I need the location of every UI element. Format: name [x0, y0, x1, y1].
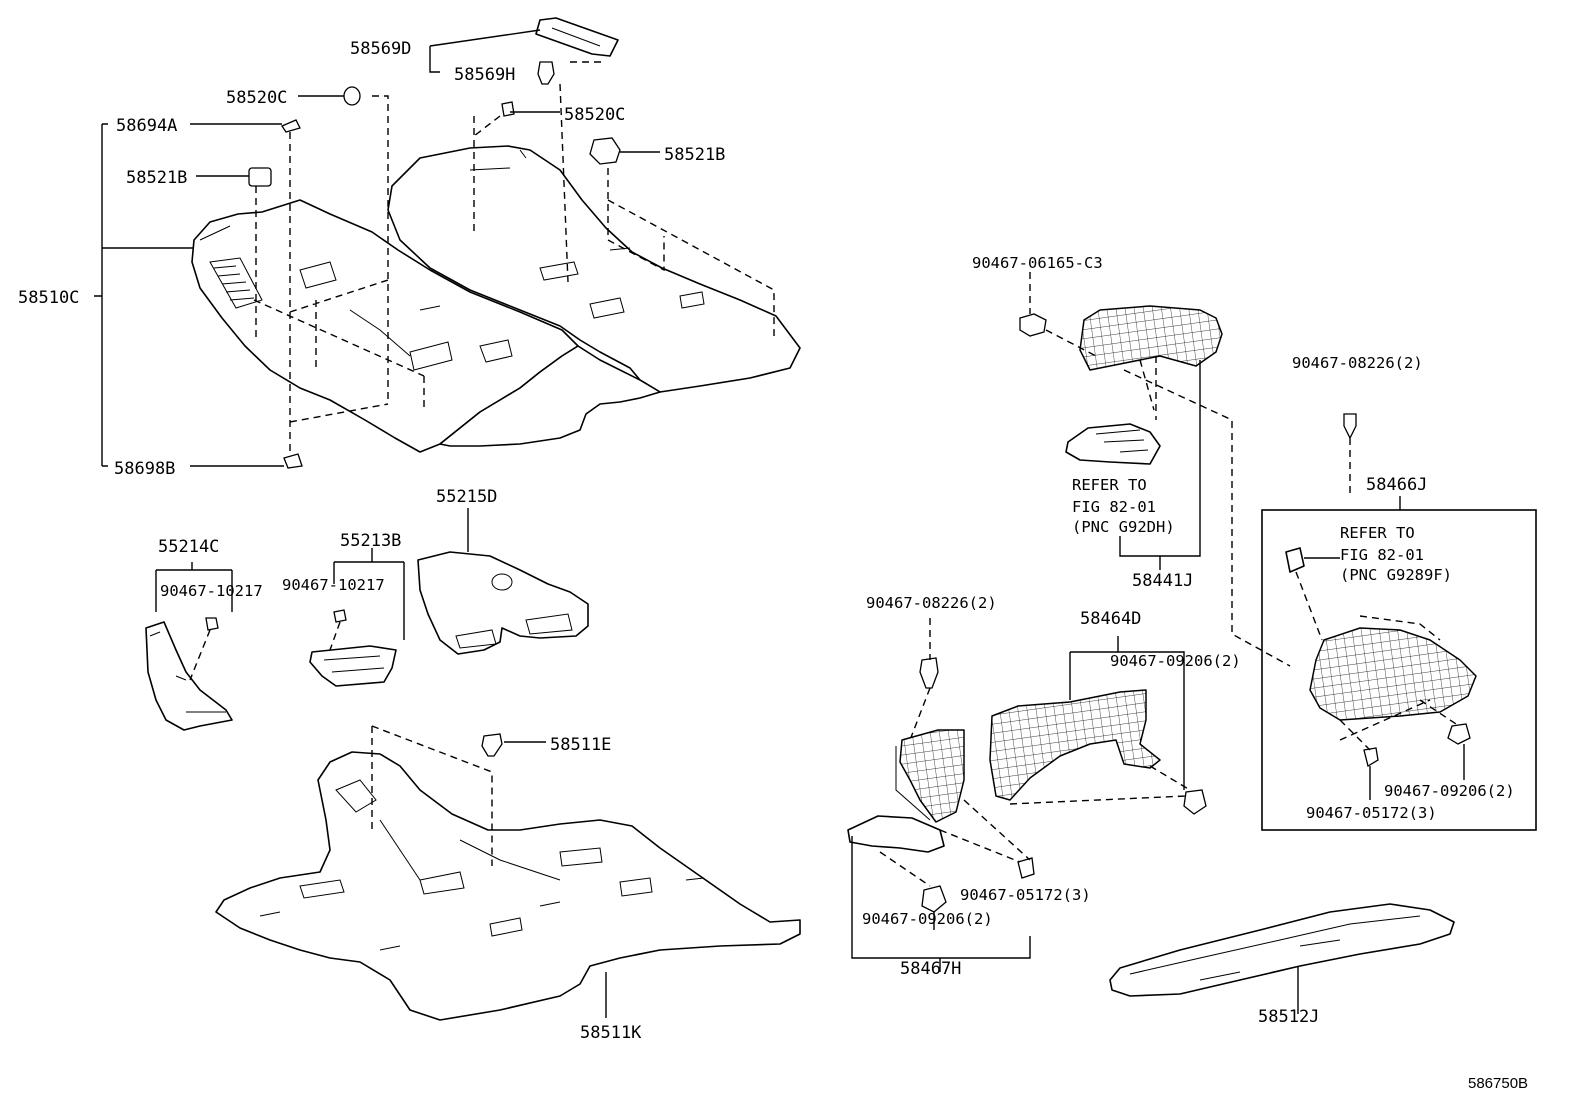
label-58520C-right: 58520C: [564, 105, 625, 125]
floor-carpet-assembly: [94, 17, 801, 469]
refer-to-2-line2: FIG 82-01: [1340, 546, 1424, 564]
panel-58512J: [1109, 903, 1455, 1014]
refer-to-1-line1: REFER TO: [1072, 476, 1147, 494]
mat-55214C: [145, 621, 233, 731]
label-90467-09206-mid: 90467-09206(2): [1110, 652, 1241, 670]
screw-90467-08226-right-icon: [1343, 413, 1357, 440]
trim-58466J-group: [1261, 413, 1537, 831]
trim-panel-58464D: [989, 689, 1161, 801]
grommet-58694A-icon: [281, 119, 301, 133]
label-90467-08226-mid: 90467-08226(2): [866, 594, 997, 612]
trim-panel-58466J: [1309, 627, 1477, 721]
refer-to-2-line3: (PNC G9289F): [1340, 566, 1452, 584]
label-58466J: 58466J: [1366, 475, 1427, 495]
label-58569D: 58569D: [350, 39, 411, 59]
label-58521B-right: 58521B: [664, 145, 725, 165]
grommet-58698B-icon: [283, 453, 303, 469]
label-55214C: 55214C: [158, 537, 219, 557]
label-58511E: 58511E: [550, 735, 611, 755]
label-90467-05172-box: 90467-05172(3): [1306, 804, 1437, 822]
clip-90467-09206-low-icon: [921, 885, 947, 913]
clip-55213B-icon: [333, 609, 347, 623]
screw-90467-08226-mid-icon: [919, 657, 939, 689]
label-55215D: 55215D: [436, 487, 497, 507]
label-90467-10217-a: 90467-10217: [160, 582, 263, 600]
clip-90467-05172-mid-icon: [1017, 857, 1035, 879]
label-58520C-left: 58520C: [226, 88, 287, 108]
label-58521B-left: 58521B: [126, 168, 187, 188]
clip-58520C-left-icon: [343, 86, 361, 106]
floor-mats: [145, 508, 589, 731]
refer-to-1-line3: (PNC G92DH): [1072, 518, 1175, 536]
label-58694A: 58694A: [116, 116, 177, 136]
label-58467H: 58467H: [900, 959, 961, 979]
label-55213B: 55213B: [340, 531, 401, 551]
clip-58521B-left-icon: [248, 167, 272, 187]
trim-58441J: [1019, 272, 1291, 667]
refer-to-2-line1: REFER TO: [1340, 524, 1415, 542]
clip-58569H-icon: [537, 61, 555, 85]
mat-55213B: [309, 645, 397, 687]
label-58512J: 58512J: [1258, 1007, 1319, 1027]
clip-55214C-icon: [205, 617, 219, 631]
refer-to-1-line2: FIG 82-01: [1072, 498, 1156, 516]
label-58464D: 58464D: [1080, 609, 1141, 629]
label-58569H: 58569H: [454, 65, 515, 85]
label-58698B: 58698B: [114, 459, 175, 479]
mat-55215D: [417, 551, 589, 655]
label-90467-09206-low: 90467-09206(2): [862, 910, 993, 928]
trim-panel-upper: [1079, 305, 1223, 371]
clip-58520C-right-icon: [501, 101, 515, 117]
floor-carpet-58511K: [215, 725, 801, 1021]
label-90467-08226-right: 90467-08226(2): [1292, 354, 1423, 372]
trim-panel-58467H-upper: [899, 729, 965, 823]
callout-labels: 58569D 58569H 58520C 58520C 58694A 58521…: [18, 39, 1528, 1092]
label-90467-10217-b: 90467-10217: [282, 576, 385, 594]
label-90467-05172-mid: 90467-05172(3): [960, 886, 1091, 904]
clip-58511E-icon: [481, 733, 503, 757]
label-90467-06165-C3: 90467-06165-C3: [972, 254, 1103, 272]
trim-panel-lower: [1065, 423, 1161, 465]
screw-90467-06165-icon: [1019, 313, 1047, 337]
label-58441J: 58441J: [1132, 571, 1193, 591]
figure-code: 586750B: [1468, 1075, 1528, 1092]
label-58511K: 58511K: [580, 1023, 642, 1043]
trim-58464D: [989, 636, 1207, 815]
clip-58521B-right-icon: [589, 137, 621, 165]
ref-part-icon: [1285, 547, 1305, 573]
clip-90467-09206-box-icon: [1447, 723, 1471, 745]
clip-90467-05172-box-icon: [1363, 747, 1379, 768]
trim-58467H: [847, 618, 1035, 972]
trim-panel-58467H-lower: [847, 815, 945, 853]
label-58510C: 58510C: [18, 288, 79, 308]
58466J-box: [1261, 509, 1537, 831]
clip-90467-09206-mid-icon: [1183, 789, 1207, 815]
label-90467-09206-box: 90467-09206(2): [1384, 782, 1515, 800]
